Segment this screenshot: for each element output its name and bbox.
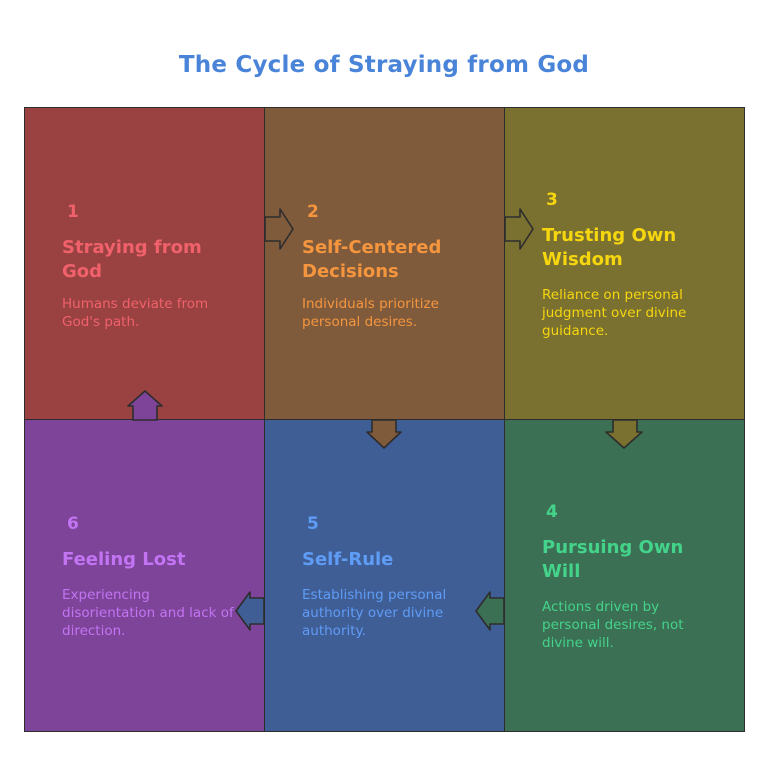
diagram-title: The Cycle of Straying from God (178, 52, 590, 78)
arrow-center-down (366, 419, 402, 449)
step-5-number: 5 (307, 514, 319, 534)
step-6-description: Experiencing disorientation and lack of … (62, 587, 234, 639)
step-6-number: 6 (67, 514, 79, 534)
step-4-panel: 4 Pursuing Own Will Actions driven by pe… (504, 419, 745, 732)
step-2-number: 2 (307, 202, 319, 222)
step-5-heading: Self-Rule (302, 549, 394, 570)
step-3-number: 3 (546, 190, 558, 210)
step-6-panel: 6 Feeling Lost Experiencing disorientati… (24, 419, 265, 732)
step-2-heading: Self-Centered Decisions (302, 237, 442, 282)
arrow-4-to-5 (475, 591, 505, 631)
step-3-description: Reliance on personal judgment over divin… (542, 287, 687, 339)
arrow-6-to-1 (127, 390, 163, 421)
arrow-1-to-2 (264, 208, 294, 250)
arrow-3-to-4 (605, 419, 643, 449)
arrow-2-to-3 (504, 208, 534, 250)
step-2-panel: 2 Self-Centered Decisions Individuals pr… (264, 107, 505, 420)
step-1-description: Humans deviate from God's path. (62, 296, 209, 330)
step-5-description: Establishing personal authority over div… (302, 587, 447, 639)
arrow-5-to-6 (235, 591, 265, 631)
step-3-panel: 3 Trusting Own Wisdom Reliance on person… (504, 107, 745, 420)
step-1-heading: Straying from God (62, 237, 202, 282)
step-6-heading: Feeling Lost (62, 549, 186, 570)
step-3-heading: Trusting Own Wisdom (542, 225, 677, 270)
step-4-number: 4 (546, 502, 558, 522)
step-1-number: 1 (67, 202, 79, 222)
step-4-description: Actions driven by personal desires, not … (542, 599, 684, 651)
step-4-heading: Pursuing Own Will (542, 537, 684, 582)
step-1-panel: 1 Straying from God Humans deviate from … (24, 107, 265, 420)
step-5-panel: 5 Self-Rule Establishing personal author… (264, 419, 505, 732)
step-2-description: Individuals prioritize personal desires. (302, 296, 439, 330)
